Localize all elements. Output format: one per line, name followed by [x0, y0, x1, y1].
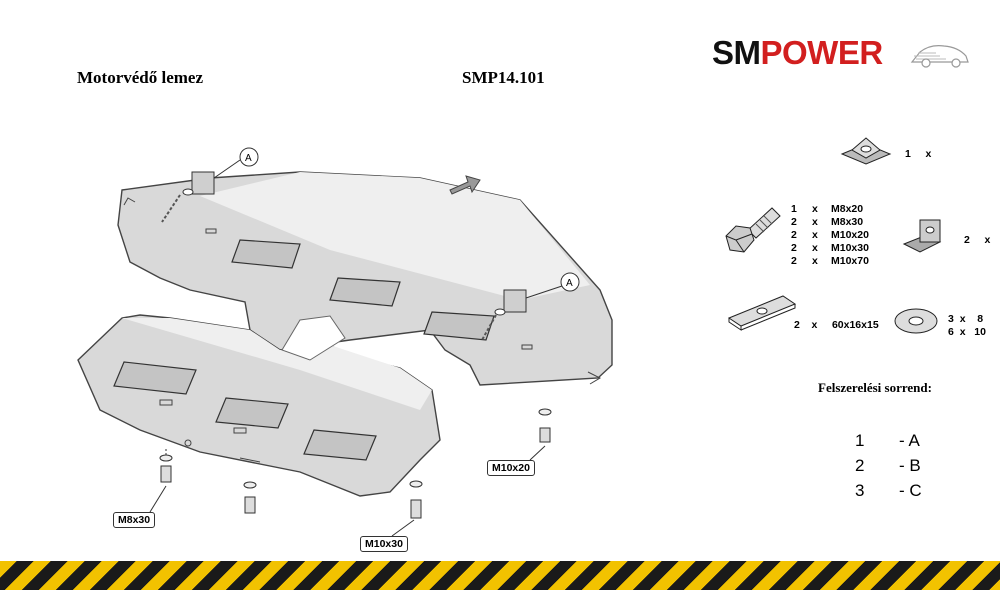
- callout-m10x30: M10x30: [360, 536, 408, 552]
- car-outline-icon: [910, 45, 969, 68]
- nut-qty: 1 x: [905, 148, 932, 160]
- front-skid-plate: [77, 314, 441, 497]
- sequence-step: 1- A: [855, 431, 920, 450]
- bolt-m8x30-left: [159, 448, 173, 483]
- plate-qty: 2 x 60x16x15: [794, 319, 879, 331]
- bracket-a-left: [161, 147, 259, 223]
- plate-icon: [727, 295, 797, 331]
- washer-icon: [894, 308, 938, 334]
- bolt-m10x20: [538, 408, 552, 443]
- document-title: Motorvédő lemez: [77, 68, 204, 87]
- callout-m8x30: M8x30: [113, 512, 156, 528]
- cage-nut-icon: [840, 137, 892, 165]
- sequence-step: 2- B: [855, 456, 921, 475]
- bracket-icon: [902, 219, 942, 253]
- rear-skid-plate: [117, 171, 613, 386]
- direction-arrow-icon: [449, 175, 481, 195]
- marker-a-right: A: [566, 278, 573, 289]
- part-code: SMP14.101: [462, 68, 545, 87]
- smpower-logo: SMPOWER: [712, 34, 969, 74]
- assembly-diagram: A A: [77, 147, 613, 537]
- washer-list: 3 x 8 6 x 10: [948, 313, 986, 339]
- hazard-stripe: [0, 561, 1000, 590]
- washer-row: 6 x 10: [948, 326, 986, 338]
- bracket-a-right: [481, 272, 580, 341]
- bracket-qty: 2 x: [964, 234, 991, 246]
- sequence-title: Felszerelési sorrend:: [818, 380, 932, 395]
- marker-a-left: A: [245, 153, 252, 164]
- bolt-icon: [725, 207, 781, 253]
- callout-m10x20: M10x20: [487, 460, 535, 476]
- sequence-list: 1- A 2- B 3- C: [855, 428, 922, 503]
- sequence-step: 3- C: [855, 481, 922, 500]
- washer-row: 3 x 8: [948, 313, 984, 325]
- bolt-m8x30-right: [243, 481, 257, 514]
- bolt-m10x30: [409, 480, 423, 519]
